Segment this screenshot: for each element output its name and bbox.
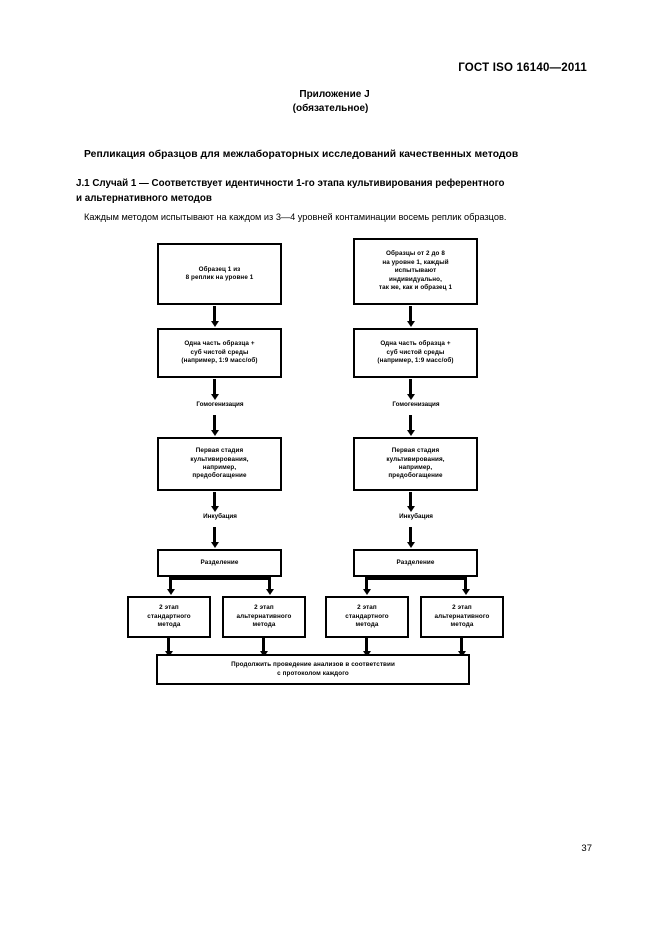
right-first-stage-line-3: например, xyxy=(398,464,433,471)
right-portion-line-3: (например, 1:9 масс/об) xyxy=(377,357,454,365)
right-alternative-line-1: 2 этап xyxy=(452,604,472,612)
left-alternative-line-3: метода xyxy=(252,621,276,629)
clause-heading-line-1: J.1 Случай 1 — Соответствует идентичност… xyxy=(76,178,505,189)
left-arrow-homogenization-to-stage xyxy=(213,415,216,431)
annex-label: Приложение J xyxy=(299,89,370,100)
left-separation-label: Разделение xyxy=(200,558,239,566)
right-portion-line-2: суб чистой среды xyxy=(386,348,445,356)
left-portion-box: Одна часть образца + суб чистой среды (н… xyxy=(157,328,282,378)
standard-header: ГОСТ ISO 16140—2011 xyxy=(458,62,587,74)
left-incubation-label: Инкубация xyxy=(203,513,237,520)
right-standard-line-1: 2 этап xyxy=(357,604,377,612)
right-first-stage-box: Первая стадия культивирования, например,… xyxy=(353,437,478,491)
left-alternative-method-box: 2 этап альтернативного метода xyxy=(222,596,306,638)
left-alternative-line-1: 2 этап xyxy=(254,604,274,612)
left-arrow-to-alternative xyxy=(268,577,271,590)
right-sample-line-2: на уровне 1, каждый xyxy=(382,258,449,266)
clause-heading: J.1 Случай 1 — Соответствует идентичност… xyxy=(76,177,596,206)
right-portion-line-1: Одна часть образца + xyxy=(380,340,451,348)
final-line-2: с протоколом каждого xyxy=(277,669,349,677)
final-continue-box: Продолжить проведение анализов в соответ… xyxy=(156,654,470,685)
annex-heading: Приложение J (обязательное) xyxy=(0,88,661,116)
left-split-connector xyxy=(170,577,270,580)
left-sample-line-1: Образец 1 из xyxy=(198,265,241,273)
right-homogenization-label: Гомогенизация xyxy=(392,401,440,408)
right-standard-line-2: стандартного xyxy=(345,612,389,620)
left-first-stage-line-1: Первая стадия xyxy=(195,447,244,455)
right-sample-line-4: индивидуально, xyxy=(389,275,442,283)
left-arrow-sample-to-portion xyxy=(213,306,216,322)
left-portion-line-2: суб чистой среды xyxy=(190,348,249,356)
left-portion-line-1: Одна часть образца + xyxy=(184,340,255,348)
right-arrow-to-alternative xyxy=(464,577,467,590)
final-line-1: Продолжить проведение анализов в соответ… xyxy=(231,661,395,669)
right-first-stage-line-2: культивирования, xyxy=(386,455,445,463)
intro-paragraph: Каждым методом испытывают на каждом из 3… xyxy=(84,212,507,222)
page-number: 37 xyxy=(581,843,592,854)
left-arrow-to-standard xyxy=(169,577,172,590)
page-title: Репликация образцов для межлабораторных … xyxy=(84,149,519,160)
right-arrow-sample-to-portion xyxy=(409,306,412,322)
right-incubation-label: Инкубация xyxy=(399,513,433,520)
right-sample-line-3: испытывают xyxy=(394,267,437,275)
left-separation-box: Разделение xyxy=(157,549,282,577)
left-homogenization-label: Гомогенизация xyxy=(196,401,244,408)
left-first-stage-line-4: предобогащение xyxy=(192,472,247,480)
left-sample-box: Образец 1 из 8 реплик на уровне 1 xyxy=(157,243,282,305)
right-alternative-line-2: альтернативного xyxy=(434,612,490,620)
right-standard-method-box: 2 этап стандартного метода xyxy=(325,596,409,638)
left-standard-line-2: стандартного xyxy=(147,612,191,620)
right-sample-line-5: так же, как и образец 1 xyxy=(378,284,453,292)
clause-heading-line-2: и альтернативного методов xyxy=(76,192,212,204)
right-separation-box: Разделение xyxy=(353,549,478,577)
left-portion-line-3: (например, 1:9 масс/об) xyxy=(181,357,258,365)
right-split-connector xyxy=(366,577,466,580)
right-sample-line-1: Образцы от 2 до 8 xyxy=(386,250,445,258)
right-first-stage-line-4: предобогащение xyxy=(388,472,443,480)
left-arrow-incubation-to-separation xyxy=(213,527,216,543)
right-standard-line-3: метода xyxy=(355,621,379,629)
right-arrow-incubation-to-separation xyxy=(409,527,412,543)
right-alternative-method-box: 2 этап альтернативного метода xyxy=(420,596,504,638)
right-arrow-homogenization-to-stage xyxy=(409,415,412,431)
right-sample-box: Образцы от 2 до 8 на уровне 1, каждый ис… xyxy=(353,238,478,305)
left-standard-line-1: 2 этап xyxy=(159,604,179,612)
annex-status: (обязательное) xyxy=(292,103,369,114)
left-first-stage-line-3: например, xyxy=(202,464,237,471)
right-portion-box: Одна часть образца + суб чистой среды (н… xyxy=(353,328,478,378)
arrow-right-standard-to-final xyxy=(365,638,368,652)
right-arrow-portion-to-homogenization xyxy=(409,379,412,395)
arrow-right-alternative-to-final xyxy=(460,638,463,652)
left-sample-line-2: 8 реплик на уровне 1 xyxy=(185,274,254,281)
left-standard-line-3: метода xyxy=(157,621,181,629)
right-alternative-line-3: метода xyxy=(450,621,474,629)
left-standard-method-box: 2 этап стандартного метода xyxy=(127,596,211,638)
left-arrow-portion-to-homogenization xyxy=(213,379,216,395)
left-first-stage-line-2: культивирования, xyxy=(190,455,249,463)
right-separation-label: Разделение xyxy=(396,558,435,566)
arrow-left-standard-to-final xyxy=(167,638,170,652)
right-arrow-stage-to-incubation xyxy=(409,492,412,507)
right-arrow-to-standard xyxy=(365,577,368,590)
left-arrow-stage-to-incubation xyxy=(213,492,216,507)
right-first-stage-line-1: Первая стадия xyxy=(391,447,440,455)
left-alternative-line-2: альтернативного xyxy=(236,612,292,620)
left-first-stage-box: Первая стадия культивирования, например,… xyxy=(157,437,282,491)
arrow-left-alternative-to-final xyxy=(262,638,265,652)
